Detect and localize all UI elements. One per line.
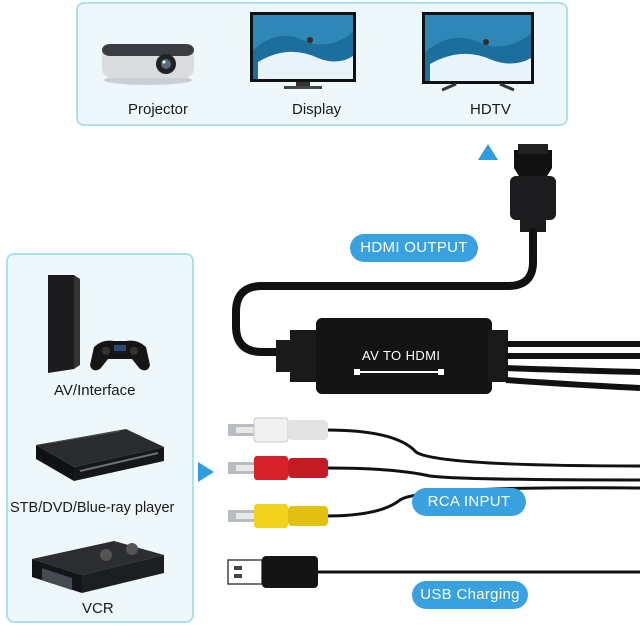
hdtv-image — [420, 10, 536, 92]
adapter-label: AV TO HDMI — [362, 348, 441, 363]
projector-image — [92, 22, 202, 88]
output-arrow-icon — [478, 144, 498, 160]
usb-plug — [227, 556, 318, 588]
hdmi-output-callout: HDMI OUTPUT — [350, 234, 478, 262]
input-label-av-interface: AV/Interface — [54, 382, 136, 399]
rca-plug-yellow — [228, 504, 328, 528]
vhs-tape-image — [26, 537, 168, 597]
output-devices-panel: Projector Display HDTV — [76, 2, 568, 126]
output-label-hdtv: HDTV — [470, 101, 511, 118]
game-console-image — [44, 273, 154, 377]
hdmi-connector — [510, 144, 556, 232]
rca-plug-red — [228, 456, 328, 480]
rca-input-callout: RCA INPUT — [412, 488, 526, 516]
output-label-display: Display — [292, 101, 342, 118]
usb-charging-callout: USB Charging — [412, 581, 528, 609]
display-image — [248, 10, 358, 92]
input-label-vcr: VCR — [82, 600, 114, 617]
input-arrow-icon — [198, 462, 214, 482]
output-label-projector: Projector — [128, 101, 189, 118]
input-label-stb-dvd-bluray: STB/DVD/Blue-ray player — [10, 500, 175, 516]
rca-plug-white — [228, 417, 328, 443]
input-devices-panel: AV/Interface STB/DVD/Blue-ray player VCR — [6, 253, 194, 623]
adapter-box — [276, 318, 508, 394]
dvd-player-image — [30, 425, 170, 487]
